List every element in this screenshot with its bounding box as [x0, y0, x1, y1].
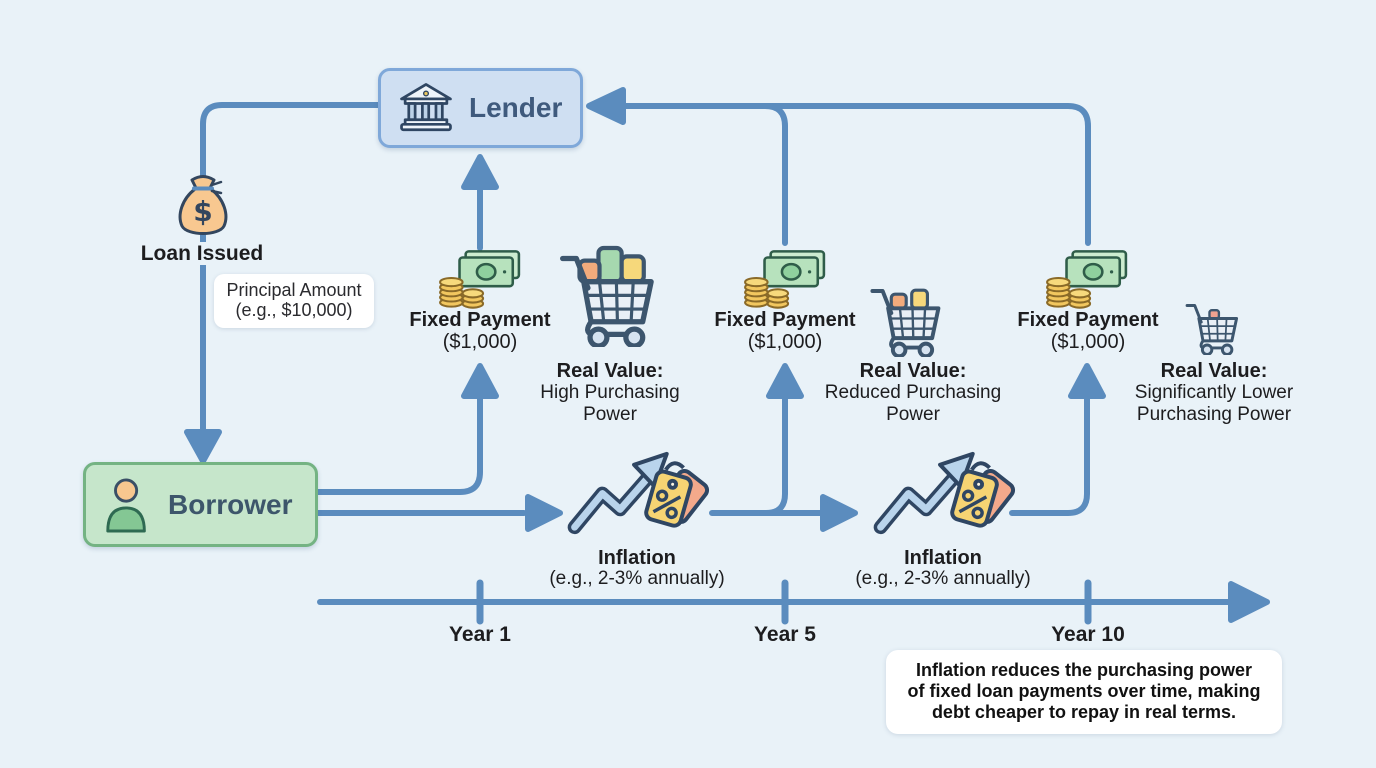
- real-value-line: Significantly Lower: [1134, 382, 1294, 404]
- fixed-payment-title: Fixed Payment: [714, 309, 856, 331]
- inflation-icon-2: [868, 444, 1018, 548]
- principal-amount-example: (e.g., $10,000): [235, 299, 353, 320]
- principal-amount-line: Principal Amount: [226, 280, 362, 300]
- loan-issued-arrowhead: [184, 429, 222, 464]
- timeline-label-year10: Year 10: [1051, 623, 1125, 646]
- fixed-payment-amount: ($1,000): [442, 331, 518, 353]
- real-value-title: Real Value:: [859, 360, 967, 382]
- year1-payment-arrowhead: [461, 363, 499, 399]
- money-bag-icon: $: [174, 172, 232, 240]
- inflation-subtitle: (e.g., 2-3% annually): [855, 568, 1031, 589]
- lender-label: Lender: [469, 92, 563, 123]
- inflation-icon-1: [562, 444, 712, 548]
- repayment-arrowhead-into-lender: [586, 87, 626, 125]
- fixed-payment-amount: ($1,000): [1050, 331, 1126, 353]
- half-cart-icon: [866, 269, 948, 357]
- borrower-box: Borrower: [83, 462, 318, 547]
- fixed-payment-title: Fixed Payment: [409, 309, 551, 331]
- fixed-payment-title: Fixed Payment: [1017, 309, 1159, 331]
- year5-payment-arrowhead: [766, 363, 804, 399]
- real-value-label-year1: Real Value: High Purchasing Power: [490, 360, 730, 425]
- loan-issued-arrow: [200, 102, 381, 441]
- loan-issued-label: Loan Issued: [107, 242, 297, 266]
- real-value-label-year10: Real Value: Significantly Lower Purchasi…: [1094, 360, 1334, 425]
- full-cart-icon: [556, 229, 662, 347]
- fixed-payment-label-year10: Fixed Payment ($1,000): [978, 309, 1198, 353]
- year5-repayment-branch: [762, 103, 788, 246]
- year10-payment-arrowhead: [1068, 363, 1106, 399]
- summary-note: Inflation reduces the purchasing power o…: [886, 650, 1282, 734]
- real-value-line: Power: [886, 403, 940, 425]
- fixed-payment-label-year1: Fixed Payment ($1,000): [370, 309, 590, 353]
- inflation2-arrowhead: [820, 494, 858, 532]
- cash-payment-icon-year10: [1044, 249, 1130, 309]
- real-value-line: High Purchasing: [540, 382, 680, 404]
- inflation2-to-year10-line: [1009, 383, 1090, 516]
- fixed-payment-label-year5: Fixed Payment ($1,000): [675, 309, 895, 353]
- timeline-label-year5: Year 5: [754, 623, 816, 646]
- inflation-label-2: Inflation (e.g., 2-3% annually): [813, 547, 1073, 590]
- timeline-label-year1: Year 1: [449, 623, 511, 646]
- inflation-label-1: Inflation (e.g., 2-3% annually): [507, 547, 767, 590]
- fixed-payment-amount: ($1,000): [747, 331, 823, 353]
- summary-note-line: of fixed loan payments over time, making: [907, 681, 1261, 702]
- bank-icon: [397, 81, 455, 135]
- lender-box: Lender: [378, 68, 583, 148]
- inflation-subtitle: (e.g., 2-3% annually): [549, 568, 725, 589]
- timeline-arrowhead: [1228, 581, 1270, 623]
- real-value-title: Real Value:: [1160, 360, 1268, 382]
- real-value-label-year5: Real Value: Reduced Purchasing Power: [793, 360, 1033, 425]
- inflation-title: Inflation: [904, 547, 982, 569]
- principal-amount-callout: Principal Amount (e.g., $10,000): [214, 274, 374, 328]
- cash-payment-icon-year1: [437, 249, 523, 309]
- near-empty-cart-icon: [1183, 289, 1243, 355]
- real-value-line: Reduced Purchasing: [824, 382, 1002, 404]
- year1-payment-to-lender-arrowhead: [461, 154, 499, 190]
- real-value-line: Purchasing Power: [1136, 403, 1292, 425]
- real-value-line: Power: [583, 403, 637, 425]
- borrower-payment-line: [315, 383, 483, 495]
- person-icon: [102, 474, 154, 536]
- summary-note-line: Inflation reduces the purchasing power: [915, 660, 1253, 680]
- svg-text:$: $: [193, 195, 212, 228]
- inflation-title: Inflation: [598, 547, 676, 569]
- inflation1-arrowhead: [525, 494, 563, 532]
- real-value-title: Real Value:: [556, 360, 664, 382]
- summary-note-line: debt cheaper to repay in real terms.: [931, 702, 1237, 723]
- borrower-label: Borrower: [168, 488, 293, 520]
- repayment-bus-line: [603, 103, 1091, 246]
- cash-payment-icon-year5: [742, 249, 828, 309]
